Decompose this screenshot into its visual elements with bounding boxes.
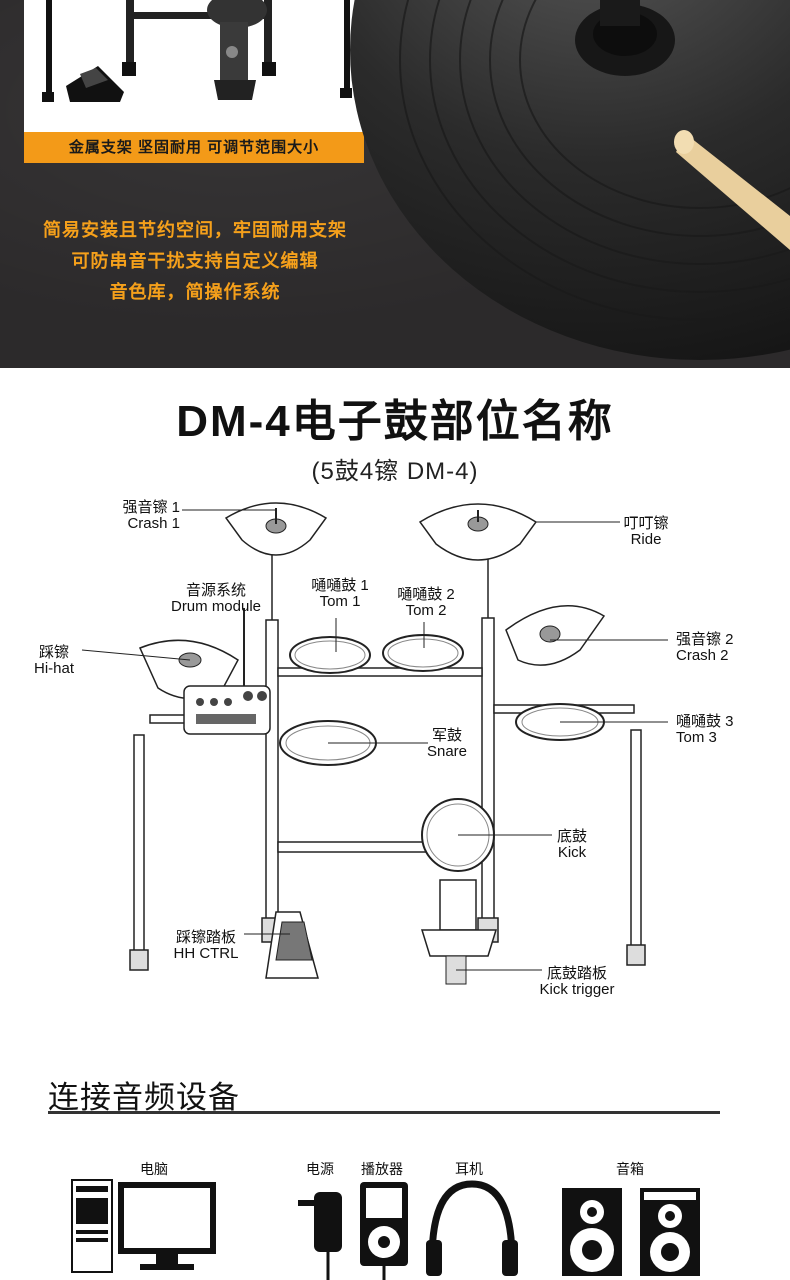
hihat-cymbal <box>138 639 239 700</box>
stand-photo-panel <box>24 0 364 132</box>
label-speakers: 音箱 <box>616 1161 644 1177</box>
power-adapter-icon <box>298 1192 342 1280</box>
hero-banner: 金属支架 坚固耐用 可调节范围大小 简易安装且节约空间，牢固耐用支架 可防串音干… <box>0 0 790 368</box>
drum-kit-diagram <box>81 502 668 985</box>
label-hihat: 踩镲 Hi-hat <box>33 644 74 677</box>
label-kick: 底鼓 Kick <box>556 828 587 861</box>
label-drum-module: 音源系统 Drum module <box>170 582 262 615</box>
right-rack-post <box>481 617 495 921</box>
connect-section-title: 连接音频设备 <box>48 1080 240 1115</box>
crash1-cymbal <box>224 502 328 556</box>
left-rack-post <box>265 619 279 921</box>
label-tom2: 嗵嗵鼓 2 Tom 2 <box>397 586 455 619</box>
hero-line-3: 音色库，简操作系统 <box>109 282 281 302</box>
label-hh-ctrl: 踩镲踏板 HH CTRL <box>173 929 239 962</box>
label-tom1: 嗵嗵鼓 1 Tom 1 <box>311 577 369 610</box>
headphones-icon <box>426 1180 518 1276</box>
hero-line-2: 可防串音干扰支持自定义编辑 <box>71 251 319 271</box>
label-computer: 电脑 <box>140 1161 168 1177</box>
label-snare: 军鼓 Snare <box>426 727 468 760</box>
speaker-icon <box>562 1188 700 1276</box>
drum-module <box>183 608 271 735</box>
ride-cymbal <box>418 503 538 561</box>
label-power: 电源 <box>306 1161 334 1177</box>
hero-description: 简易安装且节约空间，牢固耐用支架 可防串音干扰支持自定义编辑 音色库，简操作系统 <box>10 215 380 308</box>
parts-subtitle: (5鼓4镲 DM-4) <box>311 458 479 485</box>
kick-pedal <box>420 879 498 985</box>
tom2-pad <box>382 634 464 672</box>
label-headphones: 耳机 <box>455 1161 483 1177</box>
player-icon <box>360 1182 408 1280</box>
device-icons <box>71 1179 700 1280</box>
label-crash2: 强音镲 2 Crash 2 <box>676 631 734 664</box>
crash2-cymbal <box>505 605 606 666</box>
hero-line-1: 简易安装且节约空间，牢固耐用支架 <box>43 220 347 240</box>
tom1-pad <box>289 636 371 674</box>
cymbal-closeup <box>350 0 790 360</box>
label-player: 播放器 <box>361 1161 403 1177</box>
label-tom3: 嗵嗵鼓 3 Tom 3 <box>676 713 734 746</box>
label-crash1: 强音镲 1 Crash 1 <box>122 499 180 532</box>
hh-pedal <box>265 911 319 979</box>
computer-icon <box>71 1179 216 1273</box>
label-ride: 叮叮镲 Ride <box>623 515 669 548</box>
section-divider <box>48 1111 720 1114</box>
stand-feature-banner: 金属支架 坚固耐用 可调节范围大小 <box>24 132 364 163</box>
label-kick-trigger: 底鼓踏板 Kick trigger <box>539 965 615 998</box>
parts-title: DM-4电子鼓部位名称 <box>176 397 614 446</box>
stand-illustration <box>42 0 352 102</box>
